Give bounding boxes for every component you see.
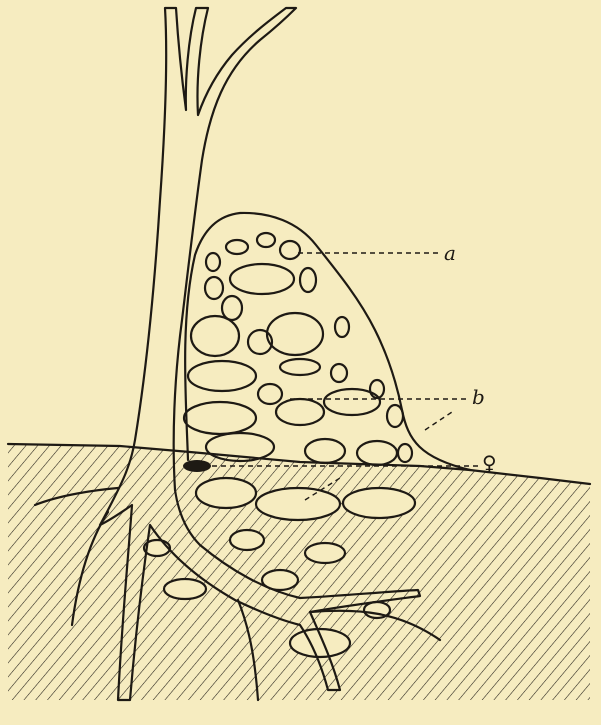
label-b: b: [472, 385, 485, 409]
mound-chambers: [184, 233, 412, 465]
label-a: a: [444, 241, 456, 265]
soil-hatching: [8, 444, 590, 700]
queen-cell: [183, 460, 211, 472]
label-female: ♀: [482, 451, 497, 475]
